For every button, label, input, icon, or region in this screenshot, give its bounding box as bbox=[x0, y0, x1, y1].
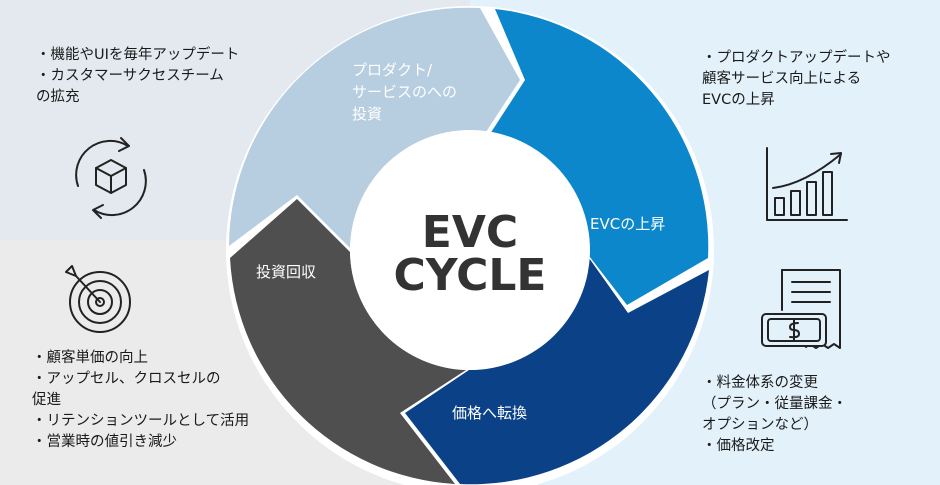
note-item: EVCの上昇 bbox=[702, 92, 775, 108]
notes-bottom-right: ・料金体系の変更 （プラン・従量課金・ オプションなど） ・価格改定 bbox=[688, 373, 847, 457]
notes-bottom-left: ・顧客単価の向上 ・アップセル、クロスセルの 促進 ・リテンションツールとして活… bbox=[18, 348, 249, 453]
note-item: ・料金体系の変更 bbox=[702, 375, 818, 391]
segment-price-conversion bbox=[405, 258, 709, 485]
notes-top-left: ・機能やUIを毎年アップデート ・カスタマーサクセスチーム の拡充 bbox=[22, 45, 239, 108]
target-icon bbox=[65, 265, 131, 333]
center-circle bbox=[350, 130, 590, 370]
segment-evc-rise bbox=[488, 9, 709, 305]
segment-investment bbox=[229, 7, 520, 249]
note-item: ・アップセル、クロスセルの bbox=[32, 371, 221, 387]
note-item: ・価格改定 bbox=[702, 438, 775, 454]
cube-cycle-icon bbox=[75, 137, 147, 219]
segment-evc-rise-label: EVCの上昇 bbox=[590, 215, 665, 233]
note-item: ・顧客単価の向上 bbox=[32, 350, 148, 366]
invoice-dollar-icon bbox=[761, 269, 841, 349]
note-item: ・リテンションツールとして活用 bbox=[32, 413, 250, 429]
notes-top-right: ・プロダクトアップデートや 顧客サービス向上による EVCの上昇 bbox=[688, 48, 891, 111]
note-item: ・機能やUIを毎年アップデート bbox=[36, 47, 240, 63]
note-item: ・営業時の値引き減少 bbox=[32, 434, 177, 450]
center-title-line2: CYCLE bbox=[394, 250, 547, 301]
note-item: オプションなど） bbox=[702, 417, 818, 433]
note-item: ・カスタマーサクセスチーム bbox=[36, 68, 224, 84]
segment-investment-label-3: 投資 bbox=[352, 105, 382, 123]
bar-chart-icon bbox=[766, 147, 848, 221]
note-item: （プラン・従量課金・ bbox=[702, 396, 847, 412]
segment-price-conversion-label: 価格へ転換 bbox=[452, 404, 527, 422]
segment-recovery-label: 投資回収 bbox=[256, 263, 316, 281]
note-item: の拡充 bbox=[36, 89, 80, 105]
note-item: ・プロダクトアップデートや bbox=[702, 50, 891, 66]
note-item: 促進 bbox=[32, 392, 61, 408]
segment-investment-label-1: プロダクト/ bbox=[352, 61, 433, 79]
note-item: 顧客サービス向上による bbox=[702, 71, 862, 87]
segment-recovery bbox=[230, 199, 466, 484]
center-title-line1: EVC bbox=[422, 207, 518, 258]
segment-investment-label-2: サービスのへの bbox=[352, 83, 457, 101]
